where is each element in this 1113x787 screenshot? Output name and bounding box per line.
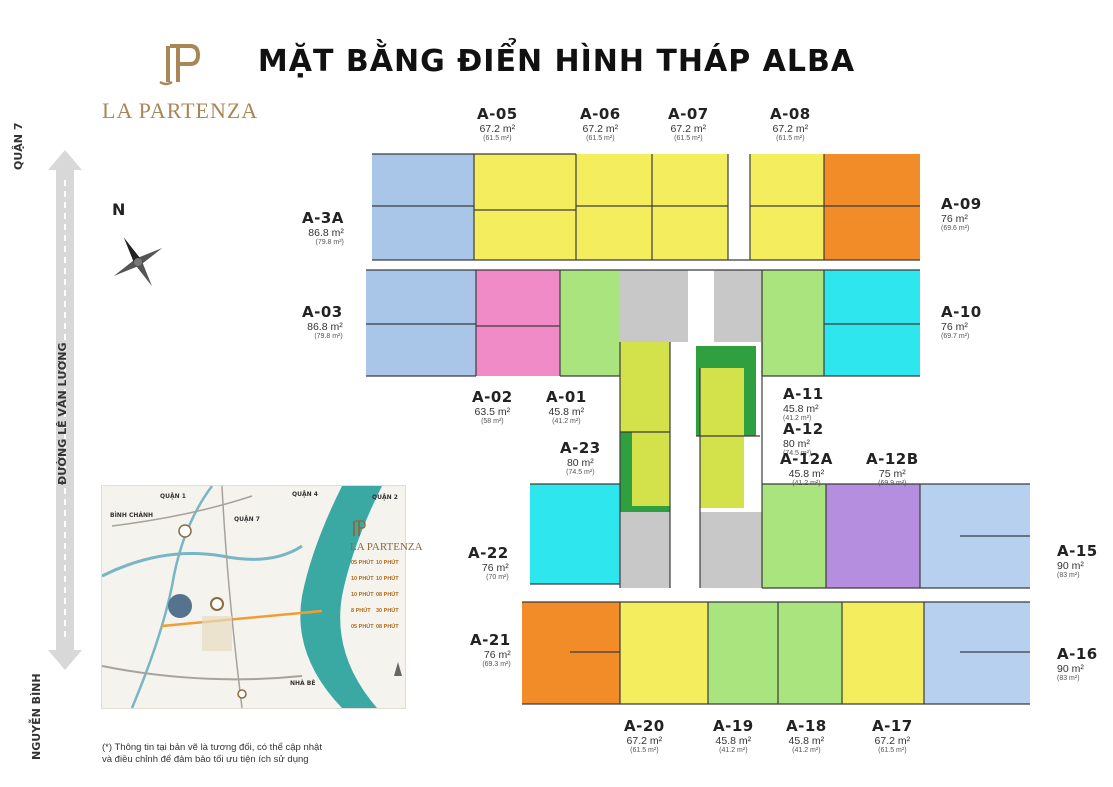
unit-A-11 (762, 270, 824, 376)
unit-A-12 (700, 368, 744, 508)
map-place: QUẬN 4 (292, 491, 318, 498)
map-place: QUẬN 2 (372, 494, 398, 501)
compass-icon (113, 237, 163, 287)
map-place: QUẬN 7 (234, 516, 260, 523)
note-line: và điều chỉnh để đảm bảo tối ưu tiện ích… (102, 754, 309, 766)
unit-A-23-inner (632, 432, 670, 506)
travel-time: 08 PHÚT (376, 592, 399, 598)
unit-A-09 (824, 154, 920, 260)
road-label-bottom: NGUYỄN BÌNH (30, 673, 43, 760)
travel-time: 10 PHÚT (351, 592, 374, 598)
disclaimer-note: (*) Thông tin tại bản vẽ là tương đối, c… (102, 742, 322, 767)
unit-A-06 (576, 154, 652, 260)
page-title: MẶT BẰNG ĐIỂN HÌNH THÁP ALBA (257, 44, 856, 79)
map-place: BÌNH CHÁNH (110, 512, 154, 519)
travel-time: 10 PHÚT (376, 560, 399, 566)
note-line: (*) Thông tin tại bản vẽ là tương đối, c… (102, 742, 322, 753)
travel-time: 10 PHÚT (376, 576, 399, 582)
unit-A-07 (652, 154, 728, 260)
map-place: QUẬN 1 (160, 493, 186, 500)
travel-time: 8 PHÚT (351, 608, 371, 614)
travel-time: 05 PHÚT (351, 560, 374, 566)
map-logo-icon (353, 520, 366, 536)
travel-time: 30 PHÚT (376, 608, 399, 614)
unit-A-19 (708, 602, 778, 704)
unit-A-3A (372, 154, 474, 260)
unit-A-20 (620, 602, 708, 704)
travel-time: 08 PHÚT (376, 624, 399, 630)
la-partenza-logo-icon (159, 44, 201, 86)
floor-plan (366, 153, 1030, 705)
road-label-main: ĐƯỜNG LÊ VĂN LƯƠNG (56, 342, 69, 485)
unit-A-18 (778, 602, 842, 704)
unit-A-12A (762, 484, 826, 588)
unit-A-21 (522, 602, 620, 704)
unit-A-01 (560, 270, 620, 376)
unit-A-17 (842, 602, 924, 704)
unit-A-08 (750, 154, 824, 260)
location-map: QUẬN 1 QUẬN 4 BÌNH CHÁNH QUẬN 7 NHÀ BÈ Q… (101, 485, 406, 709)
road-arrow (48, 150, 82, 670)
travel-time: 10 PHÚT (351, 576, 374, 582)
unit-A-05 (474, 154, 576, 260)
map-brand: LA PARTENZA (350, 541, 423, 553)
unit-A-22 (530, 484, 620, 584)
unit-A-01-lower (620, 342, 670, 432)
unit-A-03 (366, 270, 476, 376)
unit-A-16 (924, 602, 1030, 704)
unit-A-10 (824, 270, 920, 376)
unit-A-02 (476, 270, 560, 376)
unit-A-12B (826, 484, 920, 588)
compass-north-label: N (112, 200, 126, 219)
core-lower-right (700, 512, 762, 588)
core-left (620, 270, 688, 342)
wall-lines (366, 153, 1030, 705)
brand-name: LA PARTENZA (102, 98, 259, 123)
map-graphic (102, 486, 402, 708)
core-right (714, 270, 762, 342)
road-label-top: QUẬN 7 (12, 122, 25, 171)
map-place: NHÀ BÈ (290, 680, 316, 687)
core-lower-left (620, 512, 670, 588)
travel-time: 05 PHÚT (351, 624, 374, 630)
